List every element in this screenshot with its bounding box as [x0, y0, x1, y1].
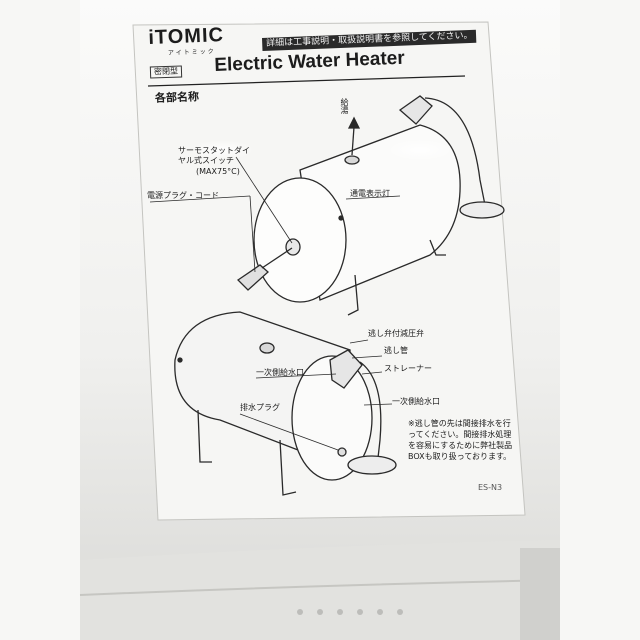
outlet-arrow	[351, 126, 355, 156]
drain-plug-icon	[337, 447, 347, 457]
upper-relief-pipe	[424, 97, 486, 206]
installation-note: ※逃し管の先は間接排水を行ってください。間接排水処理を容易にするために弊社製品B…	[408, 419, 513, 461]
lower-tank-port	[259, 342, 275, 354]
lower-drain-funnel	[347, 455, 397, 475]
section-heading: 各部名称	[154, 90, 200, 105]
label-strainer: ストレーナー	[384, 364, 432, 373]
lower-heater-illustration	[174, 311, 397, 496]
bottom-grille	[297, 609, 403, 615]
lower-tank-end	[291, 355, 373, 481]
upper-leg-left	[347, 274, 359, 316]
label-relief-pipe: 逃し管	[384, 346, 408, 355]
glare-highlight-1	[190, 140, 254, 160]
brand-logo: iTOMIC	[147, 24, 225, 49]
thermostat-knob	[285, 238, 301, 256]
hot-water-port	[344, 155, 360, 165]
outlet-arrowhead	[347, 116, 361, 129]
upper-heater-illustration	[236, 95, 505, 316]
leader-lines	[149, 156, 401, 451]
label-primary-inlet-upper: 一次側給水口	[256, 368, 304, 377]
tank-lower-edge	[80, 540, 560, 640]
power-cord	[261, 247, 293, 269]
lower-valve	[329, 349, 363, 389]
label-code: ES-N3	[478, 483, 503, 492]
upper-tank-end	[253, 177, 347, 303]
glare-highlight-2	[386, 139, 454, 161]
label-drain-plug: 排水プラグ	[240, 403, 280, 412]
title-underline	[147, 75, 466, 87]
label-thermostat-switch: サーモスタットダイヤル式スイッチ	[178, 146, 250, 165]
label-thermostat-range: (MAX75°C)	[196, 167, 240, 176]
lower-leg-left	[197, 409, 212, 463]
power-lamp-dot	[338, 215, 344, 221]
power-plug	[236, 264, 269, 291]
label-hot-water-outlet: 給湯	[340, 98, 349, 114]
label-power-cord: 電源プラグ・コード	[147, 191, 219, 200]
right-frame	[520, 548, 560, 640]
lower-leg-right	[279, 439, 297, 496]
label-power-lamp: 通電表示灯	[350, 189, 390, 198]
upper-leg-right	[429, 239, 446, 256]
label-relief-valve: 逃し弁付減圧弁	[368, 329, 424, 338]
upper-valve	[398, 95, 433, 125]
model-tag: 密閉型	[149, 65, 183, 79]
lower-tank-dot	[177, 357, 183, 363]
upper-drain-funnel	[459, 201, 505, 219]
bottom-seam	[79, 579, 561, 596]
lower-relief-pipe	[359, 361, 382, 459]
label-primary-inlet-lower: 一次側給水口	[392, 397, 440, 406]
